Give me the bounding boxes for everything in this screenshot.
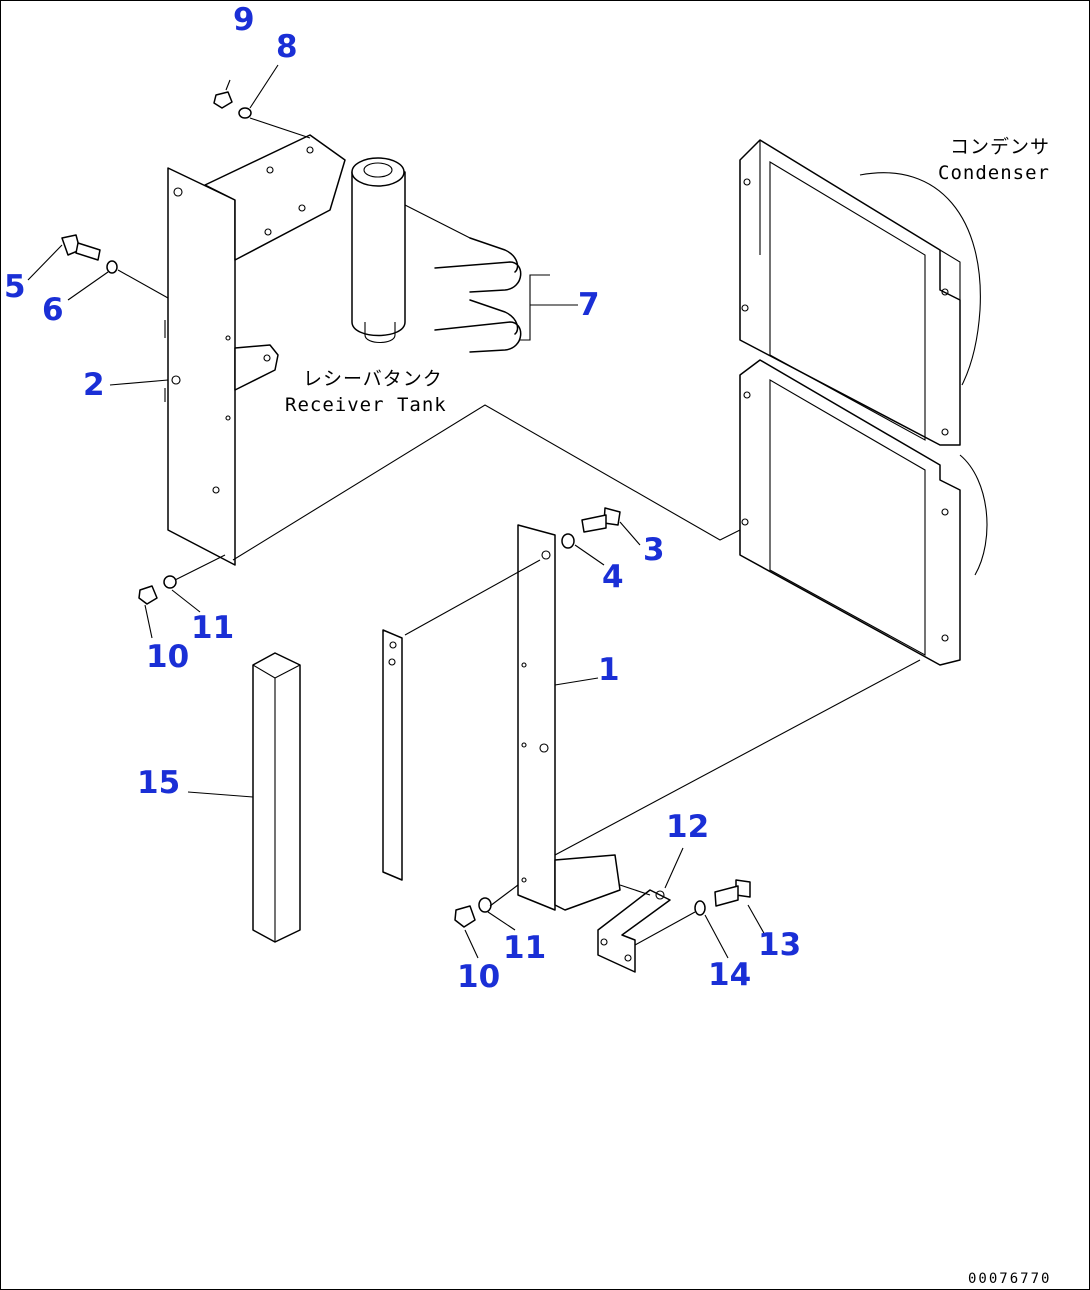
bracket-2 xyxy=(164,134,346,566)
callout-10-upper: 10 xyxy=(146,639,189,675)
fasteners xyxy=(61,91,751,928)
note-condenser-jp: コンデンサ xyxy=(950,136,1050,158)
callout-8: 8 xyxy=(276,29,298,65)
callout-12: 12 xyxy=(666,809,709,845)
callout-6: 6 xyxy=(42,292,64,328)
callout-5: 5 xyxy=(4,269,26,305)
note-receiver-jp: レシーバタンク xyxy=(303,368,443,390)
bracket-12 xyxy=(597,889,671,973)
callout-3: 3 xyxy=(643,532,665,568)
assembly-lines xyxy=(27,64,921,959)
callout-2: 2 xyxy=(83,367,105,403)
strip xyxy=(382,629,403,881)
bracket-1 xyxy=(517,524,621,911)
callout-15: 15 xyxy=(137,765,180,801)
callout-numbers: 1 2 3 4 5 6 7 8 9 10 10 11 11 12 13 14 1… xyxy=(4,2,801,995)
callout-13: 13 xyxy=(758,927,801,963)
callout-14: 14 xyxy=(708,957,751,993)
note-condenser-en: Condenser xyxy=(938,162,1050,184)
callout-1: 1 xyxy=(598,652,620,688)
note-receiver-en: Receiver Tank xyxy=(285,394,447,416)
drawing-code: 00076770 xyxy=(968,1271,1051,1287)
callout-11-lower: 11 xyxy=(503,930,546,966)
receiver-tank xyxy=(351,157,406,344)
callout-10-lower: 10 xyxy=(457,959,500,995)
u-bolts-7 xyxy=(434,237,522,353)
condenser xyxy=(739,139,988,666)
callout-7: 7 xyxy=(578,287,600,323)
callout-9: 9 xyxy=(233,2,255,38)
callout-11-upper: 11 xyxy=(191,610,234,646)
column-15 xyxy=(252,652,301,943)
part-notes: コンデンサ Condenser レシーバタンク Receiver Tank xyxy=(285,136,1050,416)
callout-4: 4 xyxy=(602,559,624,595)
